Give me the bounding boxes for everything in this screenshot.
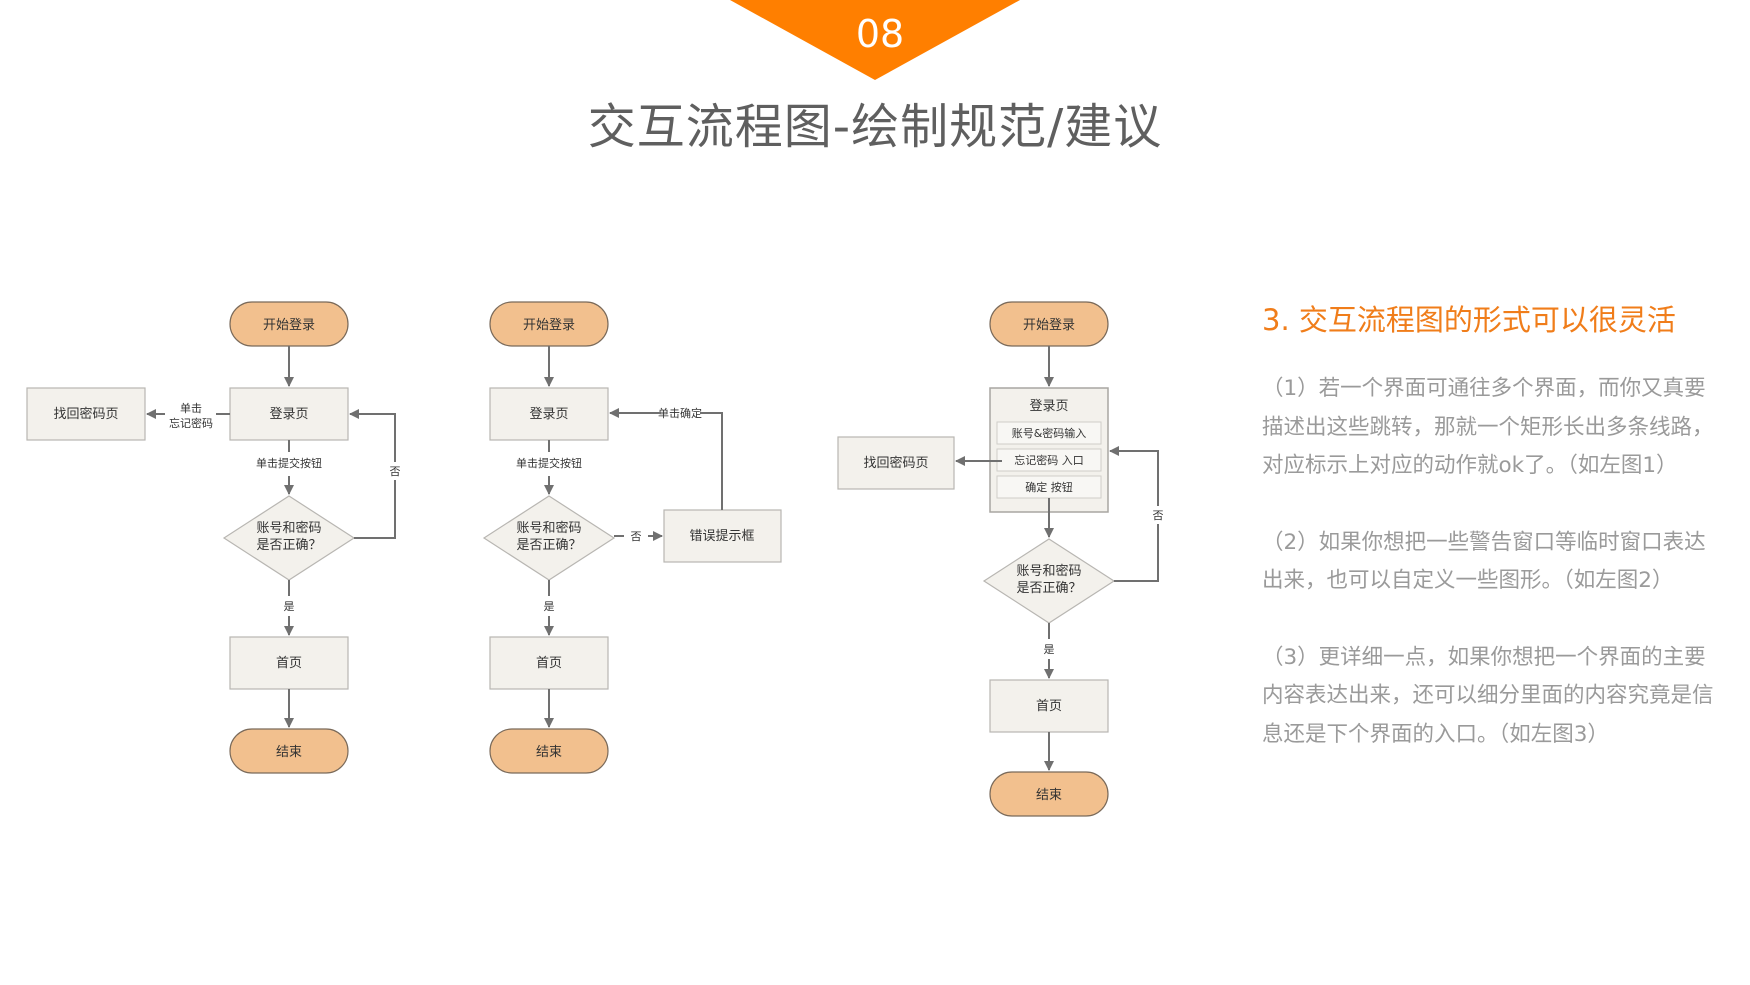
decision-label-1: 账号和密码: [516, 520, 581, 536]
no-label: 否: [390, 465, 401, 478]
sub-item-forgot-label: 忘记密码 入口: [1014, 453, 1084, 467]
login-page-label: 登录页: [529, 407, 568, 422]
home-label: 首页: [276, 656, 302, 671]
decision-label-2: 是否正确？: [1016, 581, 1081, 596]
paragraph-1: （1）若一个界面可通往多个界面，而你又真要描述出这些跳转，那就一个矩形长出多条线…: [1262, 376, 1714, 478]
login-page-label: 登录页: [269, 407, 308, 422]
forgot-action-label-1: 单击: [180, 402, 202, 415]
start-label: 开始登录: [1023, 318, 1075, 333]
decision-label-1: 账号和密码: [1016, 563, 1081, 579]
login-page-label: 登录页: [1029, 399, 1068, 414]
forgot-page-label: 找回密码页: [863, 455, 928, 471]
flowchart-1: 开始登录 登录页 找回密码页 单击 忘记密码 单击提交按钮 账号和密码 是否正确…: [26, 301, 404, 774]
section-heading: 3. 交互流程图的形式可以很灵活: [1262, 303, 1676, 337]
end-terminal: [229, 728, 349, 774]
home-box: [989, 679, 1109, 733]
decision-label-1: 账号和密码: [256, 520, 321, 536]
end-terminal: [489, 728, 609, 774]
forgot-page-box: [837, 436, 955, 490]
flowchart-3: 开始登录 登录页 账号&密码输入 忘记密码 入口 确定 按钮 找回密码页 账号和…: [837, 301, 1167, 817]
slide-number: 08: [855, 12, 905, 56]
badge-shape: [730, 0, 1020, 80]
start-label: 开始登录: [263, 318, 315, 333]
home-label: 首页: [1036, 699, 1062, 714]
home-label: 首页: [536, 656, 562, 671]
forgot-page-label: 找回密码页: [53, 406, 118, 422]
slide-number-badge: [730, 0, 1020, 80]
forgot-page-box: [26, 387, 146, 441]
paragraph-3: （3）更详细一点，如果你想把一个界面的主要内容表达出来，还可以细分里面的内容究竟…: [1262, 644, 1714, 747]
sub-item-credentials: [996, 421, 1102, 445]
decision-label-2: 是否正确？: [516, 538, 581, 553]
explanation-panel: 3. 交互流程图的形式可以很灵活 （1）若一个界面可通往多个界面，而你又真要描述…: [1262, 298, 1722, 792]
sub-item-credentials-label: 账号&密码输入: [1012, 426, 1087, 440]
submit-action-label: 单击提交按钮: [256, 456, 322, 470]
end-label: 结束: [1036, 788, 1062, 803]
submit-action-label: 单击提交按钮: [516, 456, 582, 470]
end-label: 结束: [536, 745, 562, 760]
sub-item-confirm-label: 确定 按钮: [1025, 480, 1073, 494]
flowchart-2: 开始登录 登录页 单击提交按钮 账号和密码 是否正确？ 否 错误提示框 单击确定…: [482, 301, 782, 774]
home-box: [229, 636, 349, 690]
page-title: 交互流程图-绘制规范/建议: [587, 99, 1163, 155]
login-page-box: [489, 387, 609, 441]
confirm-action-label: 单击确定: [658, 406, 702, 420]
login-page-box: [229, 387, 349, 441]
home-box: [489, 636, 609, 690]
yes-label: 是: [544, 600, 555, 613]
no-label: 否: [631, 530, 642, 543]
start-label: 开始登录: [523, 318, 575, 333]
forgot-action-label-2: 忘记密码: [169, 416, 213, 430]
end-label: 结束: [276, 745, 302, 760]
yes-label: 是: [1044, 643, 1055, 656]
end-terminal: [989, 771, 1109, 817]
error-dialog-label: 错误提示框: [689, 528, 754, 544]
decision-label-2: 是否正确？: [256, 538, 321, 553]
yes-label: 是: [284, 600, 295, 613]
no-label: 否: [1153, 509, 1164, 522]
paragraph-2: （2）如果你想把一些警告窗口等临时窗口表达出来，也可以自定义一些图形。（如左图2…: [1262, 529, 1706, 594]
